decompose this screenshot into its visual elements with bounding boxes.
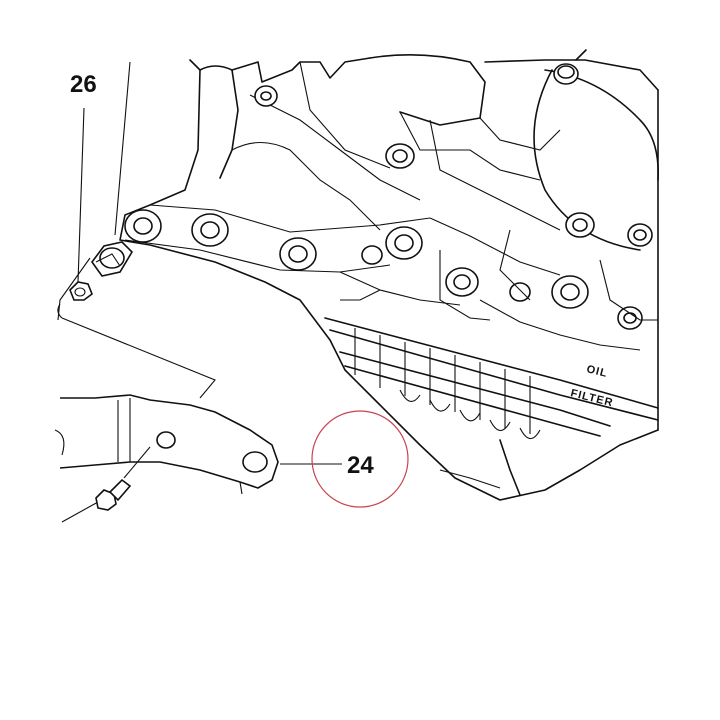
oil-filter-housing: OIL FILTER	[324, 317, 659, 496]
part-26-spacer	[57, 61, 134, 319]
oil-marking: OIL	[585, 363, 609, 380]
mounting-bosses	[124, 85, 653, 330]
callout-26: 26	[70, 71, 97, 98]
highlight-circle	[311, 410, 409, 508]
callout-label-24: 24	[347, 452, 374, 479]
reference-lines	[57, 257, 216, 399]
filter-marking: FILTER	[569, 387, 614, 409]
top-stud-nut	[553, 49, 587, 85]
part-24-bolt	[61, 446, 151, 523]
block-ribs	[124, 204, 658, 351]
callout-label-26: 26	[70, 71, 97, 98]
part-24-bracket	[54, 394, 279, 495]
callout-24: 24	[280, 410, 409, 508]
